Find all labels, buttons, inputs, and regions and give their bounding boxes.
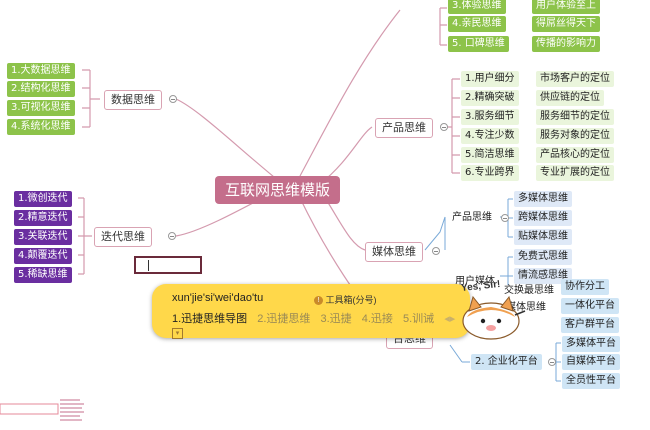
product-val-5[interactable]: 产品核心的定位 [536, 147, 614, 163]
topic-iteration-thinking[interactable]: 迭代思维 [94, 227, 152, 247]
iteration-item-4[interactable]: 4.颠覆迭代 [14, 248, 72, 264]
ime-candidate-3[interactable]: 3.迅捷 [320, 313, 352, 325]
info-icon: ! [314, 296, 323, 306]
product-key-5[interactable]: 5.简洁思维 [461, 147, 519, 163]
iteration-item-5[interactable]: 5.稀缺思维 [14, 267, 72, 283]
ime-prev-page-icon[interactable]: ◂▸ [444, 313, 456, 325]
ime-candidate-5[interactable]: 5.训诫 [403, 313, 435, 325]
media-product-item-3[interactable]: 贴媒体思维 [514, 229, 572, 245]
media-partial-label[interactable]: 媒体思维 [506, 302, 546, 313]
collapse-toggle-icon[interactable] [548, 358, 556, 366]
product-key-1[interactable]: 1.用户细分 [461, 71, 519, 87]
media-product-item-1[interactable]: 多媒体思维 [514, 191, 572, 207]
product-key-6[interactable]: 6.专业跨界 [461, 165, 519, 181]
ime-pinyin-input: xun'jie'si'wei'dao'tu [172, 292, 264, 304]
product-val-2[interactable]: 供应链的定位 [536, 90, 604, 106]
enterprise-item-2[interactable]: 自媒体平台 [562, 354, 620, 370]
ime-expand-icon[interactable]: ▾ [172, 328, 183, 339]
topic-media-thinking[interactable]: 媒体思维 [365, 242, 423, 262]
top-right-key-2[interactable]: 4.亲民思维 [448, 16, 506, 32]
product-val-1[interactable]: 市场客户的定位 [536, 71, 614, 87]
ime-candidate-1[interactable]: 1.迅捷思维导图 [172, 313, 248, 325]
platform-item-2[interactable]: 一体化平台 [561, 298, 619, 314]
top-right-key-1[interactable]: 3.体验思维 [448, 0, 506, 14]
ime-candidate-window[interactable]: xun'jie'si'wei'dao'tu ! 工具箱(分号) 1.迅捷思维导图… [152, 284, 470, 339]
product-key-4[interactable]: 4.专注少数 [461, 128, 519, 144]
ime-candidate-4[interactable]: 4.迅接 [361, 313, 393, 325]
media-user-item-2[interactable]: 情流感思维 [514, 268, 572, 284]
product-key-3[interactable]: 3.服务细节 [461, 109, 519, 125]
enterprise-item-3[interactable]: 全员性平台 [562, 373, 620, 389]
ime-toolbox-label: 工具箱(分号) [325, 295, 377, 305]
ime-candidate-2[interactable]: 2.迅捷思维 [257, 313, 311, 325]
data-item-1[interactable]: 1.大数据思维 [7, 63, 75, 79]
collapse-toggle-icon[interactable] [501, 214, 509, 222]
node-text-editor[interactable] [134, 256, 202, 274]
product-val-4[interactable]: 服务对象的定位 [536, 128, 614, 144]
platform-enterprise-label[interactable]: 2. 企业化平台 [471, 354, 542, 370]
collapse-toggle-icon[interactable] [168, 232, 176, 240]
text-cursor [148, 260, 149, 271]
minimap[interactable] [0, 390, 90, 430]
center-topic[interactable]: 互联网思维模版 [215, 176, 341, 204]
data-item-2[interactable]: 2.结构化思维 [7, 81, 75, 97]
iteration-item-1[interactable]: 1.微创迭代 [14, 191, 72, 207]
media-product-label[interactable]: 产品思维 [448, 210, 496, 226]
product-key-2[interactable]: 2.精确突破 [461, 90, 519, 106]
top-right-val-1[interactable]: 用户体验至上 [532, 0, 600, 14]
media-product-item-2[interactable]: 跨媒体思维 [514, 210, 572, 226]
top-right-val-3[interactable]: 传播的影响力 [532, 36, 600, 52]
ime-toolbox[interactable]: ! 工具箱(分号) [314, 293, 377, 306]
top-right-val-2[interactable]: 得屌丝得天下 [532, 16, 600, 32]
ime-cat-sticker-icon: Yes, Sir! [455, 279, 531, 343]
platform-item-1[interactable]: 协作分工 [561, 279, 609, 295]
iteration-item-3[interactable]: 3.关联迭代 [14, 229, 72, 245]
collapse-toggle-icon[interactable] [440, 123, 448, 131]
data-item-4[interactable]: 4.系统化思维 [7, 119, 75, 135]
product-val-6[interactable]: 专业扩展的定位 [536, 165, 614, 181]
enterprise-item-1[interactable]: 多媒体平台 [562, 336, 620, 352]
media-user-item-3[interactable]: 交换最思维 [504, 285, 554, 296]
top-right-key-3[interactable]: 5. 口碑思维 [448, 36, 509, 52]
collapse-toggle-icon[interactable] [432, 247, 440, 255]
product-val-3[interactable]: 服务细节的定位 [536, 109, 614, 125]
ime-candidate-list: 1.迅捷思维导图 2.迅捷思维 3.迅捷 4.迅接 5.训诫 ◂▸ ▾ [172, 310, 470, 339]
media-user-item-1[interactable]: 免费式思维 [514, 249, 572, 265]
topic-data-thinking[interactable]: 数据思维 [104, 90, 162, 110]
topic-product-thinking[interactable]: 产品思维 [375, 118, 433, 138]
iteration-item-2[interactable]: 2.精意迭代 [14, 210, 72, 226]
platform-item-3[interactable]: 客户群平台 [561, 317, 619, 333]
collapse-toggle-icon[interactable] [169, 95, 177, 103]
data-item-3[interactable]: 3.可视化思维 [7, 100, 75, 116]
cat-illustration [462, 295, 526, 340]
